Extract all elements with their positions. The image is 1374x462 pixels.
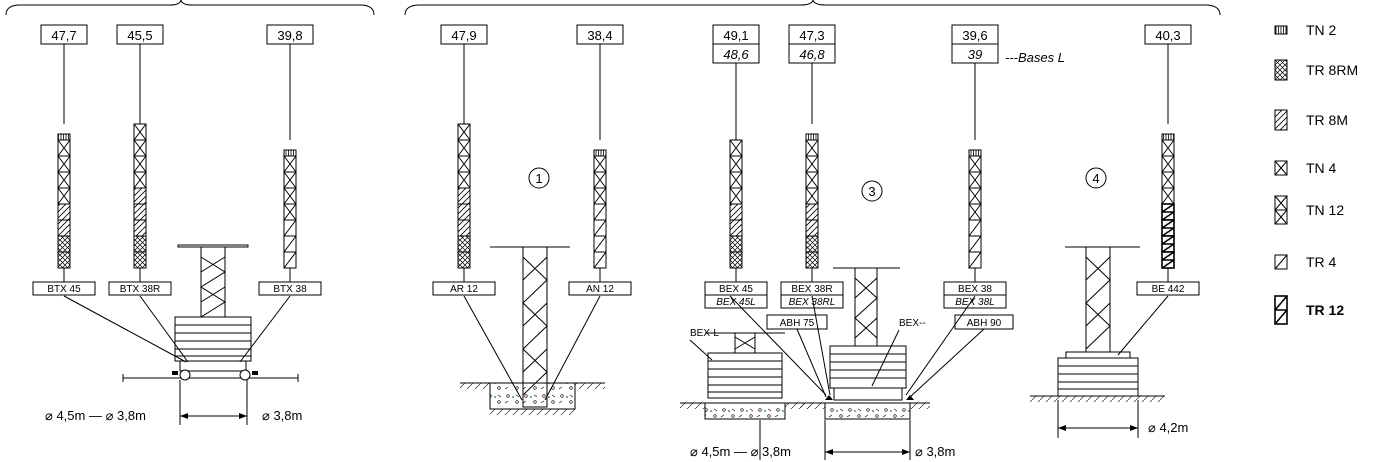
group-a-dimension-right: ⌀ 3,8m — [262, 408, 302, 423]
column-height-l-value: 39 — [968, 47, 982, 62]
column-height-value: 49,1 — [723, 28, 748, 43]
bex-l-label: BEX-L — [690, 328, 719, 339]
legend: TN 2 TR 8RM TR 8M TN 4 TN 12 TR 4 TR 12 — [1274, 22, 1358, 325]
legend-item-tn2: TN 2 — [1274, 22, 1337, 38]
tower-column: 40,3 BE 442 — [1136, 24, 1200, 296]
column-label-l: BEX 38L — [955, 297, 994, 308]
legend-item-tr8rm: TR 8RM — [1274, 59, 1358, 81]
group-braces — [5, 0, 1221, 16]
legend-label: TR 8RM — [1306, 62, 1358, 78]
group-3-dimension: ⌀ 4,5m — ⌀ 3,8m — [690, 444, 791, 459]
column-label: AR 12 — [450, 284, 478, 295]
group-number-3-marker: 3 — [861, 180, 883, 202]
legend-label: TN 4 — [1306, 160, 1337, 176]
column-height-value: 38,4 — [587, 28, 612, 43]
column-height-l-value: 48,6 — [723, 47, 749, 62]
column-label: BE 442 — [1152, 284, 1185, 295]
group-number-4-marker: 4 — [1085, 167, 1107, 189]
legend-item-tn4: TN 4 — [1274, 160, 1337, 176]
tower-column: 47,9 AR 12 — [432, 24, 496, 296]
column-label: BTX 45 — [47, 284, 81, 295]
legend-label: TN 12 — [1306, 202, 1344, 218]
abh75-label: ABH 75 — [780, 318, 815, 329]
column-label: BEX 45 — [719, 284, 753, 295]
legend-item-tr12: TR 12 — [1274, 295, 1344, 325]
legend-item-tr4: TR 4 — [1274, 254, 1337, 270]
column-label: BEX 38 — [958, 284, 992, 295]
column-height-l-value: 46,8 — [799, 47, 825, 62]
group-number-3: 3 — [868, 184, 875, 199]
group-4-dimension-right: ⌀ 4,2m — [1148, 420, 1188, 435]
legend-label: TR 8M — [1306, 112, 1348, 128]
group-number-1-marker: 1 — [528, 167, 550, 189]
column-height-value: 40,3 — [1155, 28, 1180, 43]
legend-item-tn12: TN 12 — [1274, 195, 1344, 225]
column-label-l: BEX 38RL — [789, 297, 836, 308]
abh90-label: ABH 90 — [967, 318, 1002, 329]
legend-label: TN 2 — [1306, 22, 1337, 38]
group-number-4: 4 — [1092, 171, 1099, 186]
group-4-base: ⌀ 4,2m — [1030, 246, 1188, 438]
group-number-1: 1 — [535, 171, 542, 186]
column-height-value: 39,8 — [277, 28, 302, 43]
column-height-value: 47,3 — [799, 28, 824, 43]
group-3-dimension-right: ⌀ 3,8m — [915, 444, 955, 459]
bases-l-note: ---Bases L — [1005, 50, 1065, 65]
tower-column: 38,4 AN 12 — [568, 24, 632, 296]
legend-item-tr8m: TR 8M — [1274, 109, 1348, 131]
column-label: BEX 38R — [791, 284, 832, 295]
legend-label: TR 4 — [1306, 254, 1337, 270]
column-height-value: 39,6 — [962, 28, 987, 43]
group-a-dimension: ⌀ 4,5m — ⌀ 3,8m — [45, 408, 146, 423]
bex-label: BEX-- — [899, 318, 926, 329]
legend-label: TR 12 — [1306, 302, 1344, 318]
group-1-foundation — [460, 246, 605, 415]
column-label: BTX 38R — [120, 284, 161, 295]
column-height-value: 47,9 — [451, 28, 476, 43]
btx-base: ⌀ 4,5m — ⌀ 3,8m ⌀ 3,8m — [45, 244, 302, 425]
column-height-value: 47,7 — [51, 28, 76, 43]
column-height-value: 45,5 — [127, 28, 152, 43]
column-label: BTX 38 — [273, 284, 307, 295]
column-label: AN 12 — [586, 284, 614, 295]
group-3-bases: BEX-L ABH 75 BEX-- ABH 90 ⌀ 4,5m — ⌀ 3,8… — [680, 267, 1014, 460]
